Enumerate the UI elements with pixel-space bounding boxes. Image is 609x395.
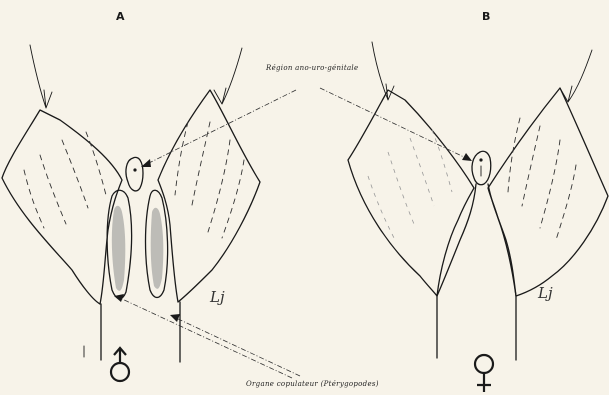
panel-b-label: B <box>482 10 490 23</box>
copulatory-leader-right <box>176 318 300 376</box>
female-right-fin <box>488 88 608 296</box>
male-left-spine <box>30 45 52 108</box>
artist-signature-b: Lj <box>537 284 553 302</box>
male-fin-ray <box>86 132 106 195</box>
copulatory-organ-caption: Organe copulateur (Ptérygopodes) <box>246 380 379 388</box>
anogenital-leader-female <box>320 88 466 158</box>
male-left-fin <box>2 110 122 304</box>
anogenital-region-caption: Région ano-uro-génitale <box>265 64 358 72</box>
anogenital-leader-male <box>147 90 296 164</box>
copulatory-arrow-right <box>170 314 180 322</box>
female-fin-ray <box>368 176 394 238</box>
panel-a-label: A <box>116 10 125 23</box>
female-fin-ray <box>432 130 452 192</box>
male-fin-ray <box>208 140 230 232</box>
anogenital-arrow-female <box>462 153 472 161</box>
female-ray-drawing: Lj <box>348 42 608 360</box>
female-fin-ray <box>388 152 414 224</box>
female-cloaca-pore <box>479 158 482 161</box>
female-fin-ray <box>410 138 434 206</box>
female-body-stalk <box>437 184 516 296</box>
male-symbol-icon <box>111 348 129 381</box>
copulatory-arrow-left <box>114 294 124 302</box>
female-fin-ray <box>522 126 540 206</box>
male-fin-ray <box>40 155 66 224</box>
female-fin-ray <box>540 140 560 228</box>
anogenital-arrow-male <box>141 159 151 167</box>
male-fin-ray <box>24 170 44 228</box>
female-symbol-icon <box>475 355 493 392</box>
female-right-spine <box>560 50 592 102</box>
male-left-clasper-shading <box>112 206 125 291</box>
female-fin-ray <box>556 165 576 240</box>
male-ray-drawing: Lj <box>2 45 260 362</box>
male-fin-ray <box>192 122 210 205</box>
artist-signature-a: Lj <box>209 288 225 306</box>
male-cloaca <box>126 157 143 190</box>
male-cloaca-pore <box>133 168 136 171</box>
copulatory-leader-left <box>120 298 292 378</box>
male-right-spine <box>214 48 242 104</box>
female-left-fin <box>348 90 474 296</box>
male-right-fin <box>158 90 260 302</box>
male-right-clasper-shading <box>151 208 164 289</box>
male-fin-ray <box>62 140 88 208</box>
